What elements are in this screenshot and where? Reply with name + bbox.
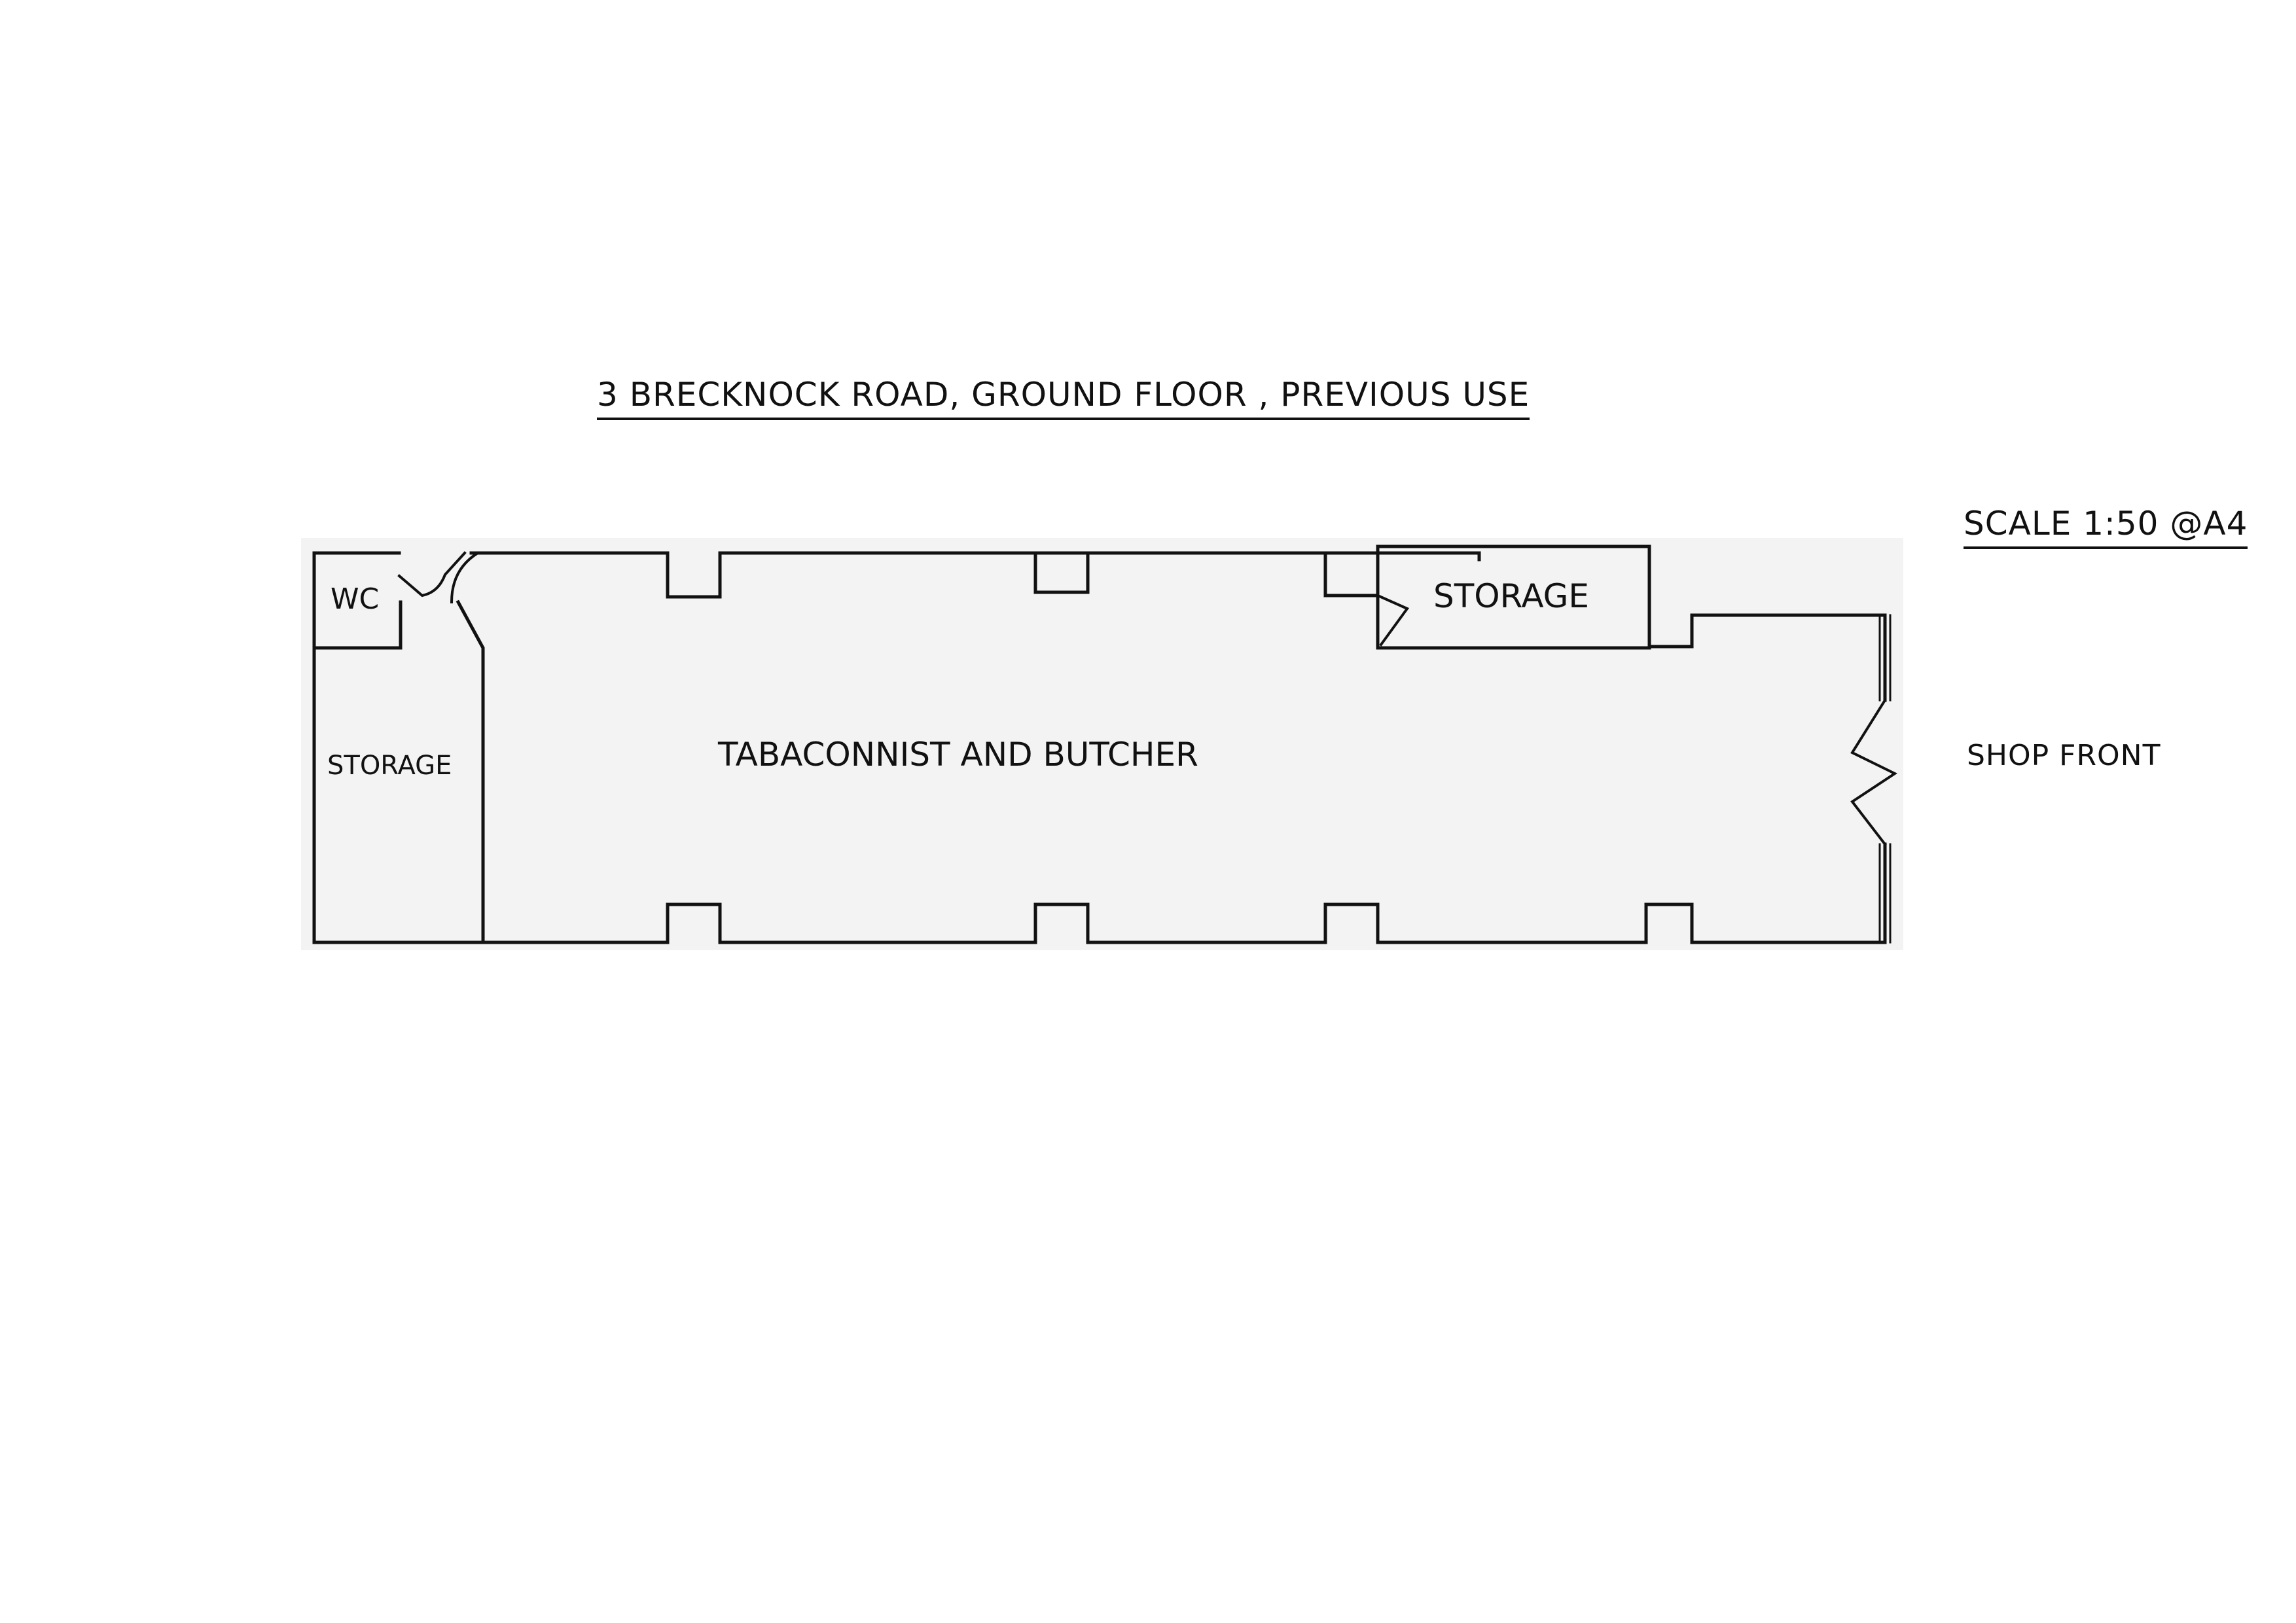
shop-front-glazing [1878,614,1892,944]
plan-background [301,538,1903,950]
room-label-main: TABACONNIST AND BUTCHER [717,736,1198,774]
room-label-wc: WC [331,582,379,616]
side-storage-door-swing [1376,594,1410,647]
shop-front-label: SHOP FRONT [1967,739,2161,772]
wc-door-swing [397,551,480,604]
side-storage-wall [1376,594,1651,650]
plan-title: 3 BRECKNOCK ROAD, GROUND FLOOR , PREVIOU… [597,378,1530,420]
room-label-rear-storage: STORAGE [327,751,452,781]
outer-wall [312,544,1887,944]
scale-note: SCALE 1:50 @A4 [1964,507,2248,549]
shop-front-door [1850,698,1898,846]
wc-wall [312,599,485,944]
room-label-side-storage: STORAGE [1433,577,1589,615]
